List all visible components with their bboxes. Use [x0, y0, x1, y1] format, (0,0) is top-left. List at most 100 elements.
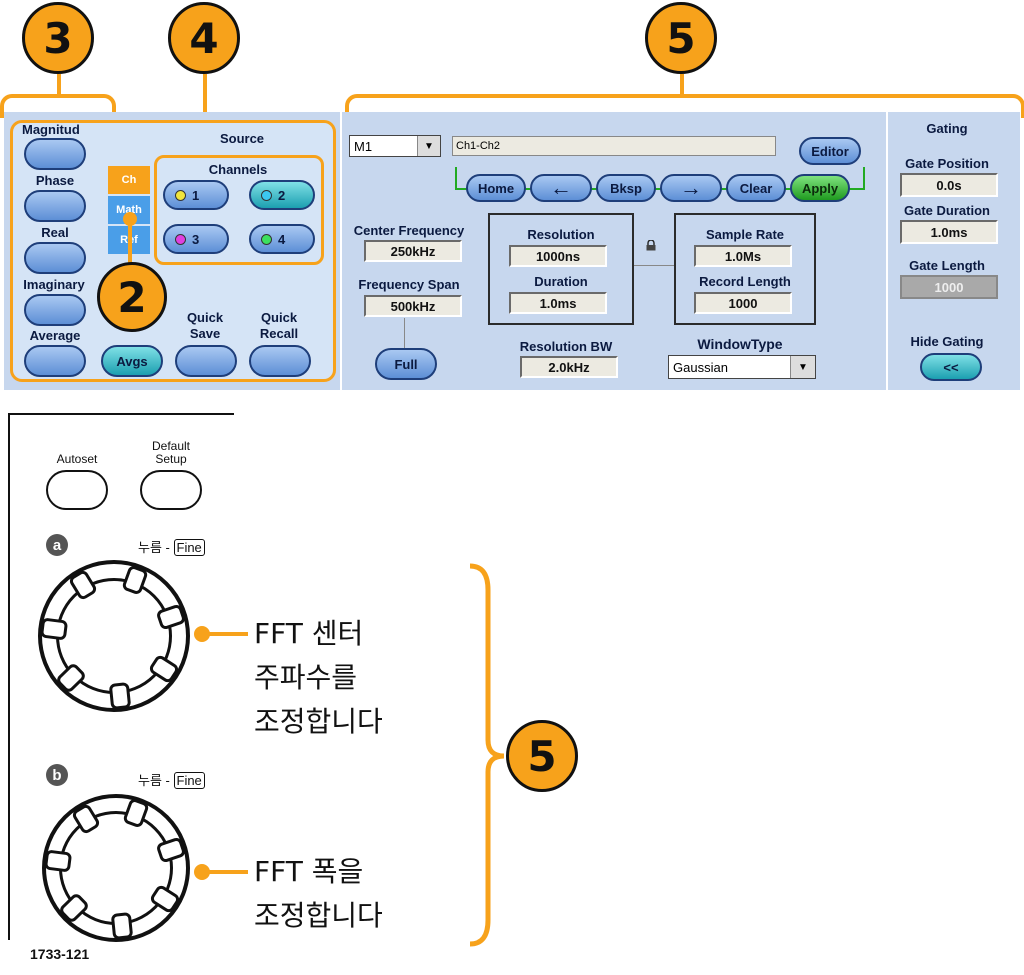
bracket-3: [0, 94, 116, 118]
frequency-span-label: Frequency Span: [358, 277, 460, 292]
gating-panel: [888, 112, 1020, 390]
default-setup-line2: Setup: [155, 452, 187, 466]
callout-3: 3: [22, 2, 94, 74]
gating-title: Gating: [926, 121, 968, 136]
center-frequency-field[interactable]: 250kHz: [364, 240, 462, 262]
magnitude-label: Magnitud: [22, 122, 80, 137]
channel-1-label: 1: [192, 187, 200, 203]
gate-position-label: Gate Position: [905, 156, 989, 171]
autoset-button[interactable]: [46, 470, 108, 510]
bksp-button[interactable]: Bksp: [596, 174, 656, 202]
knob-a-push-text: 누름 -: [138, 540, 170, 555]
knob-a-grip: [40, 616, 69, 641]
channel-2-label: 2: [278, 187, 286, 203]
avgs-button[interactable]: Avgs: [101, 345, 163, 377]
gate-length-label: Gate Length: [909, 258, 985, 273]
sample-rate-field[interactable]: 1.0Ms: [694, 245, 792, 267]
source-title: Source: [219, 131, 265, 146]
record-length-field[interactable]: 1000: [694, 292, 792, 314]
center-frequency-label: Center Frequency: [353, 223, 465, 238]
knob-b[interactable]: [42, 794, 190, 942]
apply-button[interactable]: Apply: [790, 174, 850, 202]
callout-4: 4: [168, 2, 240, 74]
sample-rate-label: Sample Rate: [705, 227, 785, 242]
gate-position-field[interactable]: 0.0s: [900, 173, 998, 197]
hide-gating-label: Hide Gating: [910, 334, 984, 349]
knob-b-pointer-line: [208, 870, 248, 874]
knob-b-letter: b: [52, 766, 62, 784]
phase-label: Phase: [35, 173, 75, 188]
clear-button[interactable]: Clear: [726, 174, 786, 202]
knob-b-push-label: 누름 - Fine: [138, 770, 205, 789]
duration-label: Duration: [534, 274, 588, 289]
dropdown-arrow-icon: ▼: [417, 136, 440, 156]
resolution-bw-field[interactable]: 2.0kHz: [520, 356, 618, 378]
default-setup-button[interactable]: [140, 470, 202, 510]
front-panel-left-edge: [8, 413, 10, 940]
knob-b-push-text: 누름 -: [138, 773, 170, 788]
channel-3-button[interactable]: 3: [163, 224, 229, 254]
knob-b-fine-badge: Fine: [173, 772, 205, 789]
channel-2-button[interactable]: 2: [249, 180, 315, 210]
knob-a-grip: [108, 681, 132, 710]
knob-a-desc-line3: 조정합니다: [254, 705, 383, 738]
knob-a-desc-line1: FFT 센터: [254, 617, 364, 650]
quick-save-button[interactable]: [175, 345, 237, 377]
resolution-label: Resolution: [527, 227, 595, 242]
figure-id: 1733-121: [30, 946, 90, 962]
phase-button[interactable]: [24, 190, 86, 222]
imaginary-button[interactable]: [24, 294, 86, 326]
channel-4-button[interactable]: 4: [249, 224, 315, 254]
bracket-5-bottom: [469, 563, 505, 947]
quick-recall-label-line2: Recall: [259, 326, 299, 341]
channel-4-dot: [261, 233, 272, 245]
knob-b-grip: [110, 911, 134, 940]
window-dropdown-icon: ▼: [790, 356, 815, 378]
knob-b-pointer-dot: [194, 864, 210, 880]
quick-recall-label: Quick Recall: [246, 310, 312, 342]
right-arrow-button[interactable]: →: [660, 174, 722, 202]
window-type-label: WindowType: [697, 336, 783, 352]
front-panel-top-edge: [8, 413, 234, 415]
knob-a-description: FFT 센터 주파수를 조정합니다: [254, 612, 383, 744]
callout-5-bottom: 5: [506, 720, 578, 792]
callout-2-stem: [128, 218, 132, 264]
full-button[interactable]: Full: [375, 348, 437, 380]
magnitude-button[interactable]: [24, 138, 86, 170]
knob-a[interactable]: [38, 560, 190, 712]
gate-length-field: 1000: [900, 275, 998, 299]
channel-2-dot: [261, 189, 272, 201]
bracket-5-top: [345, 94, 1024, 118]
imaginary-label: Imaginary: [23, 277, 85, 292]
record-length-label: Record Length: [699, 274, 791, 289]
left-arrow-button[interactable]: ←: [530, 174, 592, 202]
callout-2-anchor: [123, 212, 137, 226]
math-select[interactable]: M1 ▼: [349, 135, 441, 157]
duration-field[interactable]: 1.0ms: [509, 292, 607, 314]
tab-ch[interactable]: Ch: [108, 166, 150, 194]
window-type-select[interactable]: Gaussian ▼: [668, 355, 816, 379]
channel-1-button[interactable]: 1: [163, 180, 229, 210]
quick-save-label: Quick Save: [172, 310, 238, 342]
knob-b-desc-line1: FFT 폭을: [254, 855, 364, 888]
knob-a-pointer-dot: [194, 626, 210, 642]
average-button[interactable]: [24, 345, 86, 377]
hide-gating-button[interactable]: <<: [920, 353, 982, 381]
real-button[interactable]: [24, 242, 86, 274]
connector-line: [634, 265, 674, 266]
channel-3-dot: [175, 233, 186, 245]
knob-a-badge: a: [46, 534, 68, 556]
knob-b-grip: [44, 849, 73, 873]
knob-a-fine-badge: Fine: [173, 539, 205, 556]
average-label: Average: [29, 328, 81, 343]
resolution-field[interactable]: 1000ns: [509, 245, 607, 267]
home-button[interactable]: Home: [466, 174, 526, 202]
quick-recall-button[interactable]: [249, 345, 311, 377]
gate-duration-field[interactable]: 1.0ms: [900, 220, 998, 244]
tab-math[interactable]: Math: [108, 196, 150, 224]
callout-5-stem: [680, 74, 684, 96]
span-connector: [404, 318, 405, 348]
frequency-span-field[interactable]: 500kHz: [364, 295, 462, 317]
expression-field[interactable]: Ch1-Ch2: [452, 136, 776, 156]
editor-button[interactable]: Editor: [799, 137, 861, 165]
